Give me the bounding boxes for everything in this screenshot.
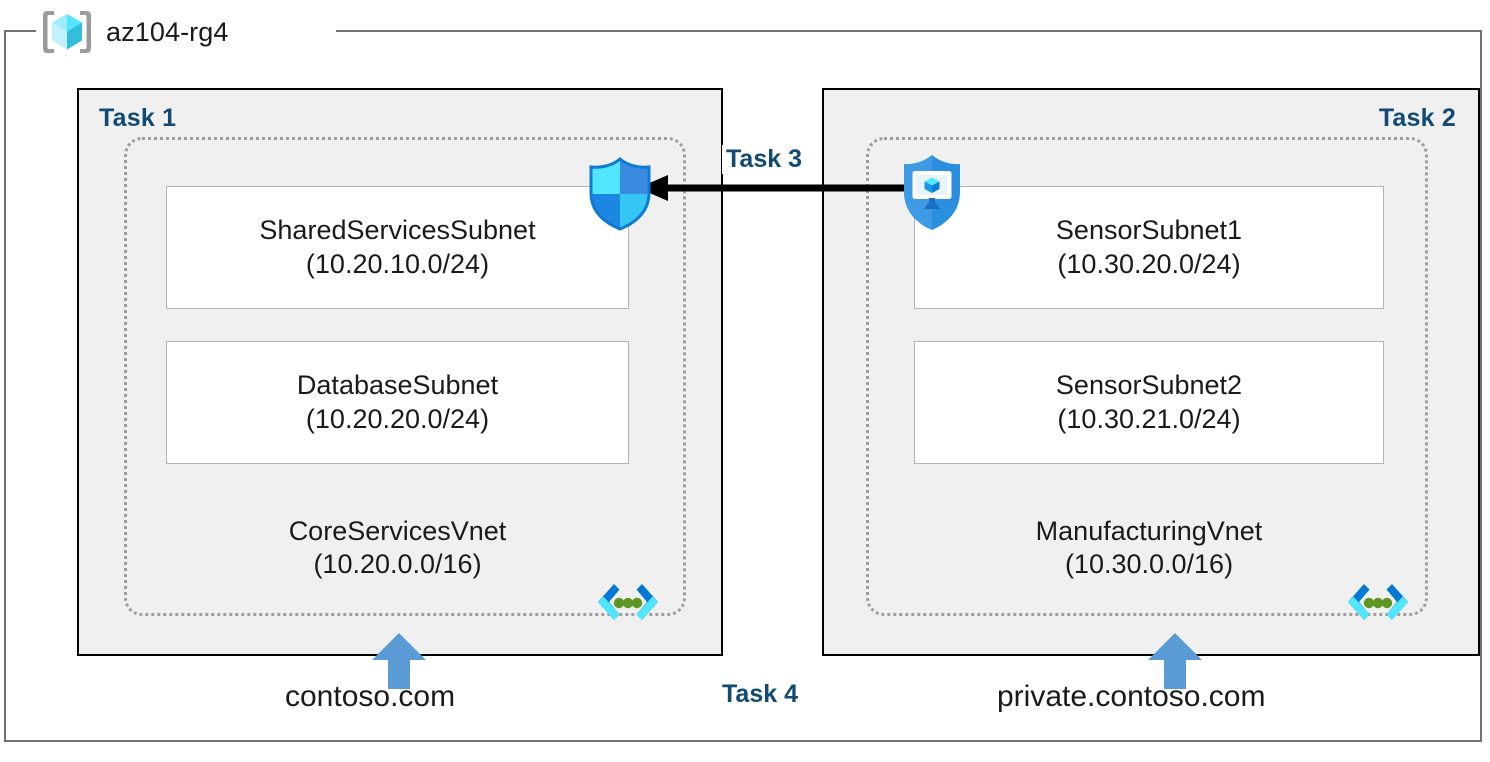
vnet-manufacturing-caption: ManufacturingVnet (10.30.0.0/16)	[914, 515, 1384, 582]
resource-group-name: az104-rg4	[106, 16, 229, 47]
subnet-cidr: (10.30.20.0/24)	[1057, 248, 1241, 279]
resource-group-frame	[4, 30, 1482, 742]
subnet-databasesubnet: DatabaseSubnet (10.20.20.0/24)	[166, 341, 629, 464]
virtual-network-icon	[592, 578, 664, 626]
dns-zone-link-arrow-up-icon	[1148, 633, 1202, 689]
subnet-cidr: (10.30.21.0/24)	[1057, 403, 1241, 434]
network-security-shield-icon	[583, 157, 657, 231]
subnet-cidr: (10.20.10.0/24)	[305, 248, 490, 279]
dns-zone-link-arrow-up-icon	[372, 633, 426, 689]
dns-zone-name: private.contoso.com	[997, 680, 1266, 713]
subnet-sensorsubnet1: SensorSubnet1 (10.30.20.0/24)	[914, 186, 1384, 309]
task-4-label: Task 4	[722, 680, 798, 708]
subnet-name: SharedServicesSubnet	[259, 215, 536, 246]
dns-zone-name: contoso.com	[285, 680, 456, 713]
subnet-cidr: (10.20.20.0/24)	[305, 403, 490, 434]
task-3-label: Task 3	[722, 145, 806, 174]
task-1-label: Task 1	[99, 104, 177, 132]
vnet-manufacturing-boundary	[866, 137, 1428, 616]
private-endpoint-shield-icon	[897, 152, 967, 232]
azure-resource-group-icon	[40, 8, 94, 56]
vnet-name: ManufacturingVnet	[1035, 516, 1263, 546]
vnet-cidr: (10.30.0.0/16)	[1064, 549, 1234, 580]
peering-arrow-left-icon	[638, 172, 910, 204]
vnet-cidr: (10.20.0.0/16)	[313, 549, 482, 580]
resource-group-title-mask	[36, 18, 336, 44]
task-2-label: Task 2	[1378, 104, 1456, 132]
subnet-sharedservicessubnet: SharedServicesSubnet (10.20.10.0/24)	[166, 186, 629, 309]
subnet-name: SensorSubnet2	[1055, 370, 1243, 401]
vnet-name: CoreServicesVnet	[288, 516, 507, 546]
subnet-name: DatabaseSubnet	[296, 370, 499, 401]
virtual-network-icon	[1342, 578, 1414, 626]
resource-group-header: az104-rg4	[40, 8, 228, 56]
vnet-core-services-boundary	[124, 137, 686, 616]
vnet-core-services-caption: CoreServicesVnet (10.20.0.0/16)	[166, 515, 629, 582]
subnet-sensorsubnet2: SensorSubnet2 (10.30.21.0/24)	[914, 341, 1384, 464]
subnet-name: SensorSubnet1	[1055, 215, 1243, 246]
